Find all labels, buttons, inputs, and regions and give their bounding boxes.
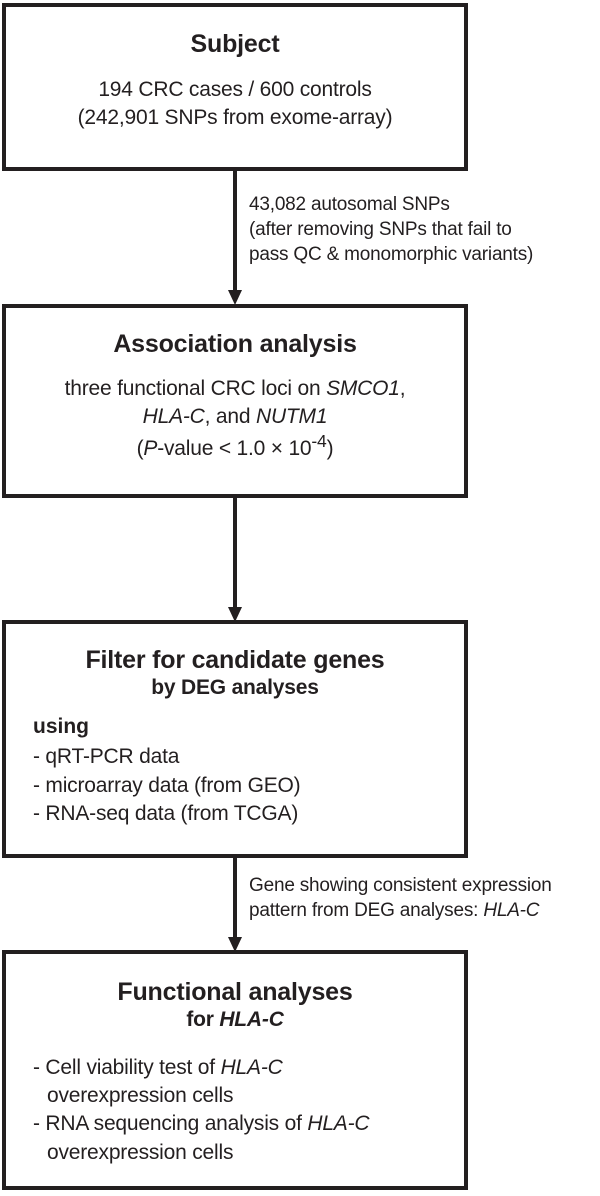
list-item: - RNA-seq data (from TCGA) [33,801,299,825]
node-functional-subtitle-prefix: for [186,1008,220,1031]
edge-label-line-2: pattern from DEG analyses: HLA-C [249,898,552,923]
list-item-line-2: overexpression cells [47,1140,234,1164]
arrow-shaft [233,171,237,291]
node-filter-lead: using [33,715,89,739]
flowchart-node-filter-candidate-genes: Filter for candidate genes by DEG analys… [2,620,468,858]
edge-label-subject-to-association: 43,082 autosomal SNPs (after removing SN… [249,192,533,267]
node-filter-bullets: - qRT-PCR data - microarray data (from G… [6,743,464,827]
list-item-text: - RNA sequencing analysis of [33,1112,308,1136]
arrow-head-down-icon [228,290,242,305]
edge-label-line-2: (after removing SNPs that fail to [249,219,512,241]
list-item-line-2: overexpression cells [47,1084,234,1108]
node-filter-subtitle: by DEG analyses [151,676,319,699]
pvalue-p-symbol: P [143,437,158,461]
edge-label-line-3: pass QC & monomorphic variants) [249,244,534,266]
node-functional-subtitle: for HLA-C [6,1008,464,1032]
edge-label-filter-to-functional: Gene showing consistent expression patte… [249,873,552,923]
pvalue-text: -value < 1.0 × 10 [157,437,312,461]
list-item: - Cell viability test of HLA-C overexpre… [33,1054,464,1110]
node-functional-title: Functional analyses [117,978,353,1006]
loci-conjunction-text: , and [204,404,256,428]
node-subject-title: Subject [190,30,280,58]
pvalue-close-paren: ) [326,437,334,461]
node-association-body: three functional CRC loci on SMCO1, HLA-… [6,375,464,463]
list-item: - qRT-PCR data [33,745,180,769]
list-item-line-1: - RNA sequencing analysis of HLA-C [33,1110,464,1138]
list-item-line-1: - Cell viability test of HLA-C [33,1054,464,1082]
arrow-shaft [233,498,237,608]
gene-hla-c: HLA-C [220,1056,283,1080]
gene-hla-c: HLA-C [483,900,540,922]
gene-nutm1: NUTM1 [256,404,328,428]
node-subject-body-line-2: (242,901 SNPs from exome-array) [77,105,393,129]
node-subject-body: 194 CRC cases / 600 controls (242,901 SN… [6,76,464,131]
arrow-head-down-icon [228,607,242,622]
arrow-filter-to-functional [228,858,242,952]
loci-prefix-text: three functional CRC loci on [64,377,327,400]
flowchart-node-functional-analyses: Functional analyses for HLA-C - Cell via… [2,950,468,1190]
node-association-title: Association analysis [113,330,357,358]
node-functional-bullets: - Cell viability test of HLA-C overexpre… [6,1054,464,1167]
pvalue-exponent: -4 [311,431,327,452]
node-filter-title: Filter for candidate genes [85,646,385,674]
node-association-pvalue: (P-value < 1.0 × 10-4) [6,430,464,463]
flowchart-node-subject: Subject 194 CRC cases / 600 controls (24… [2,3,468,171]
arrow-subject-to-association [228,171,242,305]
arrow-association-to-filter [228,498,242,622]
gene-smco1: SMCO1 [326,377,400,400]
gene-hla-c: HLA-C [307,1112,370,1136]
gene-hla-c: HLA-C [219,1008,284,1031]
arrow-head-down-icon [228,937,242,952]
gene-hla-c: HLA-C [142,404,205,428]
node-association-body-line-2: HLA-C, and NUTM1 [6,403,464,431]
flowchart-node-association-analysis: Association analysis three functional CR… [2,304,468,498]
pvalue-open-paren: ( [136,437,144,461]
list-item-text: - Cell viability test of [33,1056,221,1080]
edge-label-line-2-text: pattern from DEG analyses: [249,900,484,922]
edge-label-line-1: Gene showing consistent expression [249,875,552,896]
node-association-body-line-1: three functional CRC loci on SMCO1, [6,375,464,403]
edge-label-line-1: 43,082 autosomal SNPs [249,194,450,215]
list-item: - microarray data (from GEO) [33,773,301,797]
loci-suffix-text: , [399,377,406,400]
list-item: - RNA sequencing analysis of HLA-C overe… [33,1110,464,1166]
arrow-shaft [233,858,237,938]
node-subject-body-line-1: 194 CRC cases / 600 controls [98,78,372,101]
